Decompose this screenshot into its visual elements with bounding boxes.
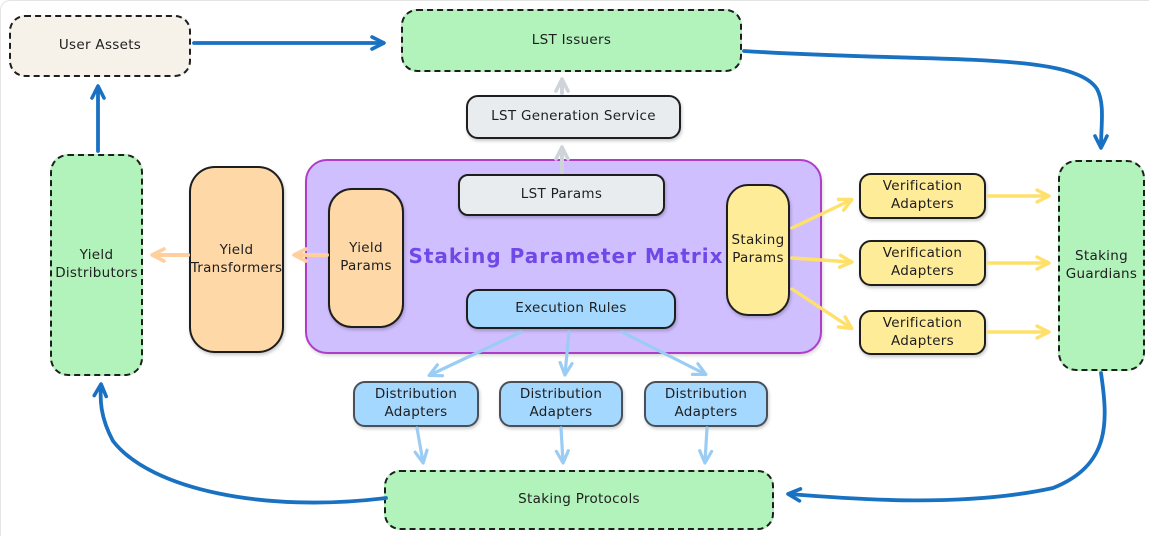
node-yield-distributors[interactable]: Yield Distributors xyxy=(50,154,143,376)
node-verification-adapters-2[interactable]: Verification Adapters xyxy=(859,240,986,286)
arrow-distribution-adapters-3-to-staking-protocols xyxy=(698,426,714,465)
node-yield-distributors-label: Yield Distributors xyxy=(55,247,138,281)
node-distribution-adapters-3[interactable]: Distribution Adapters xyxy=(644,381,768,427)
node-execution-rules[interactable]: Execution Rules xyxy=(466,289,676,329)
node-lst-generation-service-label: LST Generation Service xyxy=(491,108,656,125)
node-staking-protocols[interactable]: Staking Protocols xyxy=(384,470,774,530)
node-lst-params[interactable]: LST Params xyxy=(458,174,665,216)
node-staking-protocols-label: Staking Protocols xyxy=(518,491,640,508)
arrow-staking-protocols-to-yield-distributors xyxy=(92,382,388,505)
node-lst-issuers-label: LST Issuers xyxy=(531,31,612,48)
node-verification-adapters-label: Verification Adapters xyxy=(882,314,963,349)
node-staking-guardians-label: Staking Guardians xyxy=(1065,247,1138,282)
node-verification-adapters-1[interactable]: Verification Adapters xyxy=(859,173,986,219)
node-verification-adapters-label: Verification Adapters xyxy=(882,245,963,279)
staking-parameter-matrix-title: Staking Parameter Matrix xyxy=(408,244,724,268)
node-user-assets[interactable]: User Assets xyxy=(9,15,191,77)
node-user-assets-label: User Assets xyxy=(58,37,142,54)
arrow-distribution-adapters-2-to-staking-protocols xyxy=(554,426,570,465)
node-staking-params-label: Staking Params xyxy=(731,232,785,266)
node-distribution-adapters-label: Distribution Adapters xyxy=(664,386,748,420)
node-execution-rules-label: Execution Rules xyxy=(515,300,627,317)
node-distribution-adapters-label: Distribution Adapters xyxy=(519,386,603,420)
node-yield-transformers[interactable]: Yield Transformers xyxy=(189,166,284,353)
node-distribution-adapters-2[interactable]: Distribution Adapters xyxy=(499,381,623,427)
node-yield-params-label: Yield Params xyxy=(340,240,392,274)
node-yield-transformers-label: Yield Transformers xyxy=(190,241,283,276)
arrow-staking-guardians-to-staking-protocols xyxy=(786,371,1107,503)
node-staking-guardians[interactable]: Staking Guardians xyxy=(1058,160,1145,371)
arrow-distribution-adapters-1-to-staking-protocols xyxy=(413,426,429,465)
node-staking-params[interactable]: Staking Params xyxy=(726,184,790,316)
node-verification-adapters-3[interactable]: Verification Adapters xyxy=(859,310,986,355)
node-verification-adapters-label: Verification Adapters xyxy=(882,178,963,212)
node-lst-params-label: LST Params xyxy=(520,186,603,203)
node-distribution-adapters-label: Distribution Adapters xyxy=(374,386,458,420)
node-yield-params[interactable]: Yield Params xyxy=(328,188,404,328)
node-lst-issuers[interactable]: LST Issuers xyxy=(401,9,742,72)
node-lst-generation-service[interactable]: LST Generation Service xyxy=(466,95,681,139)
node-distribution-adapters-1[interactable]: Distribution Adapters xyxy=(353,381,479,427)
arrow-lst-issuers-to-staking-guardians xyxy=(742,49,1109,150)
